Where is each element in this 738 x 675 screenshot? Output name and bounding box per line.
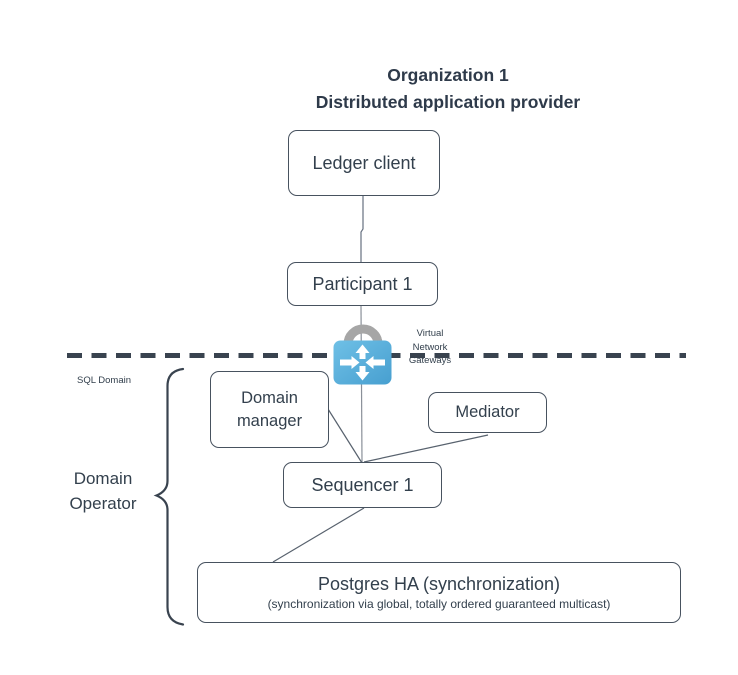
lock-shackle-icon [343,324,383,350]
node-label: Domain manager [236,389,303,430]
connector-domain-manager-to-sequencer [327,408,363,464]
node-ledger-client: Ledger client [288,130,440,196]
gateway-arrows-icon [340,344,385,381]
domain-operator-brace [153,367,185,626]
node-sequencer-1: Sequencer 1 [283,462,442,508]
node-domain-manager: Domain manager [210,371,329,448]
virtual-network-gateways-label: Virtual Network Gateways [408,328,452,366]
title-line-2: Distributed application provider [315,92,581,112]
domain-operator-label: Domain Operator [69,469,137,513]
node-label: Postgres HA (synchronization) [317,574,561,594]
lock-body [333,340,392,385]
vpn-gateway-lock-icon [333,324,392,385]
node-mediator: Mediator [428,392,547,433]
node-label: Sequencer 1 [311,474,414,495]
connector-sequencer-to-postgres [272,507,365,563]
node-postgres-ha: Postgres HA (synchronization) (synchroni… [197,562,681,623]
node-label: Mediator [455,403,520,421]
connector-mediator-to-sequencer [363,434,489,463]
sql-domain-label: SQL Domain [76,375,132,386]
node-label: Participant 1 [312,273,413,294]
diagram-title: Organization 1 Distributed application p… [205,62,691,116]
node-participant-1: Participant 1 [287,262,438,306]
node-sublabel: (synchronization via global, totally ord… [267,597,611,611]
node-label: Ledger client [312,152,416,173]
title-line-1: Organization 1 [387,65,509,85]
connector-ledger-to-participant [360,196,364,262]
